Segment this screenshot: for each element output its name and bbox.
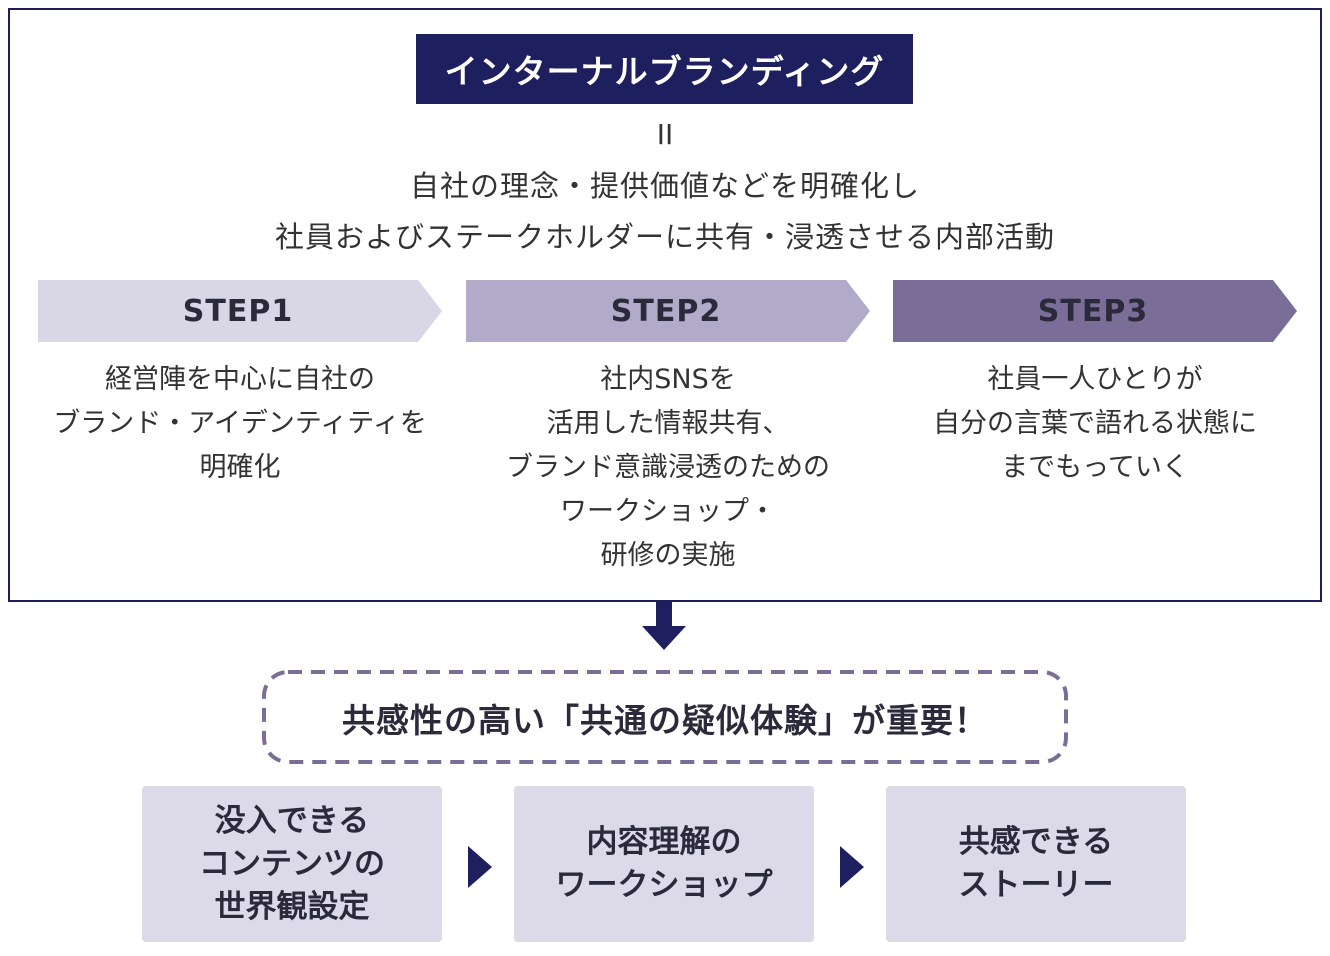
experience-1-line: 没入できる xyxy=(214,802,370,839)
step2-desc-line: ブランド意識浸透のための xyxy=(506,452,830,483)
page-title: インターナルブランディング xyxy=(416,34,913,104)
highlight-message: 共感性の高い「共通の疑似体験」が重要！ xyxy=(342,701,988,740)
experience-2-line: ワークショップ xyxy=(555,867,773,903)
step-arrows xyxy=(38,280,1297,342)
step1-desc-line: 経営陣を中心に自社の xyxy=(105,364,375,395)
step1-description: 経営陣を中心に自社の ブランド・アイデンティティを 明確化 xyxy=(20,358,460,490)
step1-label: STEP1 xyxy=(182,293,294,329)
down-arrow-icon xyxy=(642,602,686,650)
step2-label: STEP2 xyxy=(610,293,722,329)
step2-desc-line: 社内SNSを xyxy=(600,364,736,395)
step3-label: STEP3 xyxy=(1037,293,1149,329)
step2-desc-line: 研修の実施 xyxy=(600,540,736,571)
step3-arrow xyxy=(893,280,1297,342)
experience-box-3: 共感できる ストーリー xyxy=(886,786,1186,942)
experience-3-line: ストーリー xyxy=(958,867,1114,903)
experience-3-line: 共感できる xyxy=(958,824,1114,860)
step3-desc-line: 社員一人ひとりが xyxy=(987,364,1203,395)
step3-description: 社員一人ひとりが 自分の言葉で語れる状態に までもっていく xyxy=(875,358,1315,490)
step2-arrow xyxy=(466,280,870,342)
step2-desc-line: 活用した情報共有、 xyxy=(546,408,790,439)
experience-1-line: コンテンツの xyxy=(199,845,385,882)
step2-description: 社内SNSを 活用した情報共有、 ブランド意識浸透のための ワークショップ・ 研… xyxy=(448,358,888,578)
step1-desc-line: ブランド・アイデンティティを xyxy=(53,408,427,439)
flow-arrow-2-icon xyxy=(840,846,864,888)
definition-line-1: 自社の理念・提供価値などを明確化し xyxy=(409,169,920,203)
experience-box-2: 内容理解の ワークショップ xyxy=(514,786,814,942)
equals-sign: II xyxy=(656,118,674,151)
experience-2-line: 内容理解の xyxy=(586,824,742,860)
step1-arrow xyxy=(38,280,442,342)
step2-desc-line: ワークショップ・ xyxy=(560,496,776,527)
step3-desc-line: 自分の言葉で語れる状態に xyxy=(933,408,1257,439)
flow-arrow-1-icon xyxy=(468,846,492,888)
experience-box-1: 没入できる コンテンツの 世界観設定 xyxy=(142,786,442,942)
definition-line-2: 社員およびステークホルダーに共有・浸透させる内部活動 xyxy=(274,220,1055,254)
experience-1-line: 世界観設定 xyxy=(214,888,370,925)
step3-desc-line: までもっていく xyxy=(1001,452,1189,483)
step1-desc-line: 明確化 xyxy=(199,452,281,483)
